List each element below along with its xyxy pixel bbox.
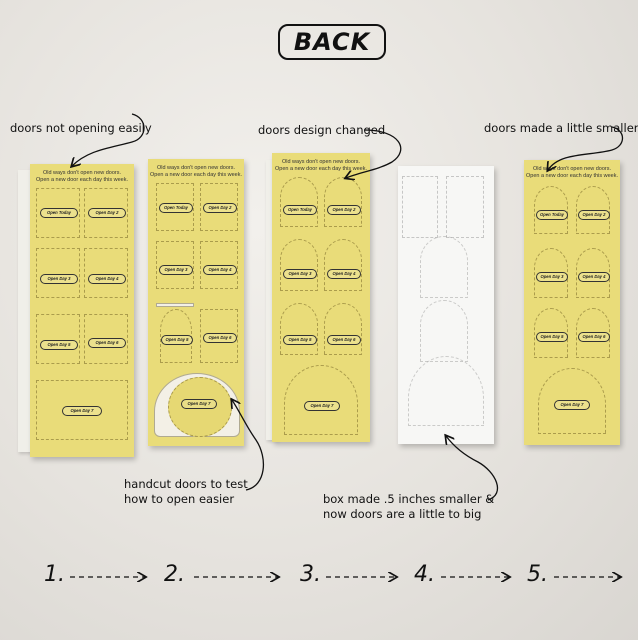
box5-door-day7 xyxy=(538,368,606,434)
box3-door-day2 xyxy=(324,177,362,227)
box1-label-day4: Open Day 4 xyxy=(88,274,126,284)
box1-door-day5 xyxy=(36,314,80,364)
step-5-label: 5. xyxy=(527,562,548,587)
box5-header-line1: Old ways don't open new doors. xyxy=(532,166,612,172)
note-doors-design-changed: doors design changed xyxy=(258,123,386,137)
box1-label-day3: Open Day 3 xyxy=(40,274,78,284)
box5-door-day5 xyxy=(534,308,568,358)
box1-door-day3 xyxy=(36,248,80,298)
box3-door-today xyxy=(280,177,318,227)
box2-label-day7: Open Day 7 xyxy=(181,399,217,409)
box3-label-day2: Open Day 2 xyxy=(327,205,361,215)
note-handcut-doors-line2: how to open easier xyxy=(124,492,235,506)
box1-label-day5: Open Day 5 xyxy=(40,340,78,350)
box3-header: Old ways don't open new doors. Open a ne… xyxy=(272,159,370,173)
back-title: BACK xyxy=(278,24,386,60)
box3-label-day5: Open Day 5 xyxy=(283,335,317,345)
box5-label-day2: Open Day 2 xyxy=(578,210,610,220)
box3-door-day7 xyxy=(284,365,358,435)
box4-white xyxy=(398,166,494,444)
box3-label-day6: Open Day 6 xyxy=(327,335,361,345)
box2-label-day5: Open Day 5 xyxy=(161,335,193,345)
box1-door-day6 xyxy=(84,314,128,364)
box3-label-day3: Open Day 3 xyxy=(283,269,317,279)
box2-door-day2 xyxy=(200,183,238,231)
box5-label-day7: Open Day 7 xyxy=(554,400,590,410)
box4-door-1 xyxy=(402,176,438,238)
box3-door-day6 xyxy=(324,303,362,355)
box4-door-3 xyxy=(420,236,468,298)
box3-label-today: Open Today xyxy=(283,205,317,215)
box2-header-line2: Open a new door each day this week. xyxy=(149,172,243,178)
box1-label-day2: Open Day 2 xyxy=(88,208,126,218)
box5-label-day3: Open Day 3 xyxy=(536,272,568,282)
box5-label-today: Open Today xyxy=(536,210,568,220)
box5-door-day2 xyxy=(576,186,610,234)
box3-header-line2: Open a new door each day this week. xyxy=(274,166,368,172)
box4-door-2 xyxy=(446,176,484,238)
box4-door-5 xyxy=(408,356,484,426)
step-2-label: 2. xyxy=(164,562,185,587)
box1: Old ways don't open new doors. Open a ne… xyxy=(30,164,134,457)
box5-header-line2: Open a new door each day this week. xyxy=(525,173,619,179)
box2-label-day6: Open Day 6 xyxy=(203,333,237,343)
box2-cut-gap xyxy=(156,303,194,307)
box2-door-today xyxy=(156,183,194,231)
box1-door-today xyxy=(36,188,80,238)
box5-label-day6: Open Day 6 xyxy=(578,332,610,342)
box3-door-day3 xyxy=(280,239,318,291)
box1-door-day4 xyxy=(84,248,128,298)
step-1-label: 1. xyxy=(44,562,65,587)
box5-label-day5: Open Day 5 xyxy=(536,332,568,342)
box1-header-line2: Open a new door each day this week. xyxy=(35,177,129,183)
box1-label-day7: Open Day 7 xyxy=(62,406,102,416)
box2-header-line1: Old ways don't open new doors. xyxy=(156,165,236,171)
box1-door-day7 xyxy=(36,380,128,440)
box2-label-day4: Open Day 4 xyxy=(203,265,237,275)
box2-label-day3: Open Day 3 xyxy=(159,265,193,275)
box5-header: Old ways don't open new doors. Open a ne… xyxy=(524,166,620,180)
step-3-label: 3. xyxy=(300,562,321,587)
box3-label-day7: Open Day 7 xyxy=(304,401,340,411)
box2-door-day3 xyxy=(156,241,194,289)
box2-door-day4 xyxy=(200,241,238,289)
box1-header-line1: Old ways don't open new doors. xyxy=(42,170,122,176)
box1-label-day6: Open Day 6 xyxy=(88,338,126,348)
box5-door-today xyxy=(534,186,568,234)
box3: Old ways don't open new doors. Open a ne… xyxy=(272,153,370,442)
box5-door-day4 xyxy=(576,248,610,298)
note-box-smaller-line1: box made .5 inches smaller & xyxy=(323,492,495,506)
note-doors-not-opening: doors not opening easily xyxy=(10,121,152,135)
box5-label-day4: Open Day 4 xyxy=(578,272,610,282)
box4-door-4 xyxy=(420,300,468,362)
box3-header-line1: Old ways don't open new doors. xyxy=(281,159,361,165)
note-doors-smaller: doors made a little smaller xyxy=(484,121,638,135)
box3-door-day5 xyxy=(280,303,318,355)
box1-label-today: Open Today xyxy=(40,208,78,218)
box2-door-day6 xyxy=(200,309,238,363)
box2: Old ways don't open new doors. Open a ne… xyxy=(148,159,244,446)
box5-door-day3 xyxy=(534,248,568,298)
note-box-smaller-line2: now doors are a little to big xyxy=(323,507,482,521)
note-handcut-doors-line1: handcut doors to test xyxy=(124,477,248,491)
arrow-note5 xyxy=(446,436,499,501)
box2-label-today: Open Today xyxy=(159,203,193,213)
box2-header: Old ways don't open new doors. Open a ne… xyxy=(148,165,244,179)
box1-door-day2 xyxy=(84,188,128,238)
box1-header: Old ways don't open new doors. Open a ne… xyxy=(30,170,134,184)
box5-door-day6 xyxy=(576,308,610,358)
box3-door-day4 xyxy=(324,239,362,291)
step-4-label: 4. xyxy=(414,562,435,587)
box5: Old ways don't open new doors. Open a ne… xyxy=(524,160,620,445)
box2-label-day2: Open Day 2 xyxy=(203,203,237,213)
box3-label-day4: Open Day 4 xyxy=(327,269,361,279)
